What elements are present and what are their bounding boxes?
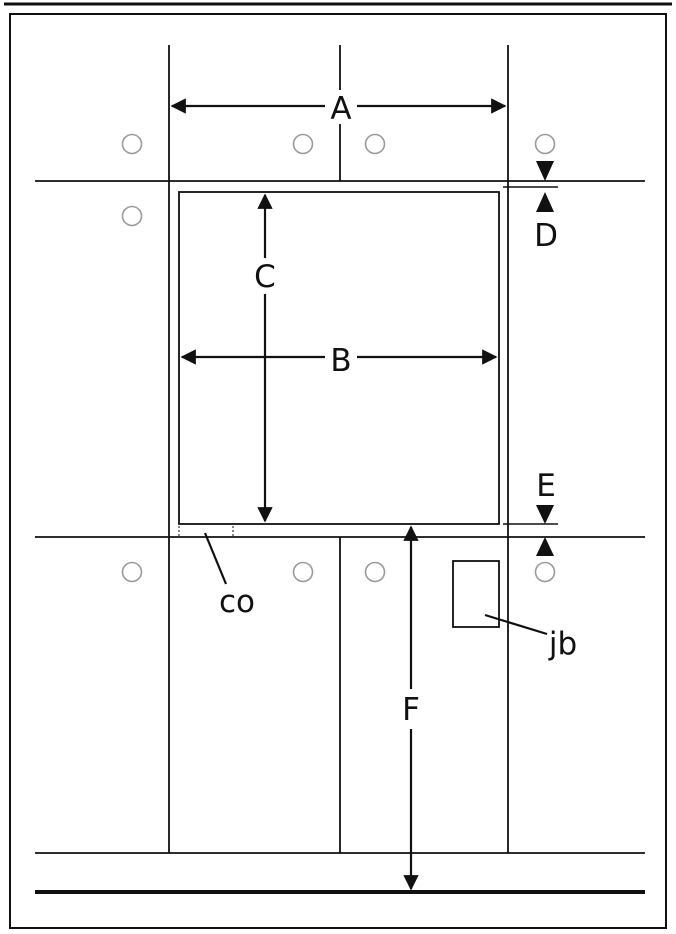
label-c: C [254, 259, 276, 295]
jb-leader-line [484, 613, 548, 636]
label-a: A [330, 91, 351, 127]
screw-hole [292, 561, 314, 583]
cutout-opening [178, 191, 500, 525]
outer-frame [4, 2, 672, 929]
screw-holes [121, 133, 556, 583]
label-e: E [536, 468, 556, 504]
junction-box [452, 560, 500, 628]
label-f: F [402, 692, 420, 728]
screw-hole [534, 133, 556, 155]
vertical-studs [168, 45, 509, 853]
label-jb: jb [548, 626, 577, 662]
screw-hole [121, 205, 143, 227]
screw-hole [364, 561, 386, 583]
cutoff-marks [178, 526, 234, 537]
dimension-d-indicator [503, 161, 558, 212]
leader-lines [203, 532, 548, 636]
label-b: B [330, 343, 351, 379]
horizontal-framing [35, 180, 645, 894]
screw-hole [534, 561, 556, 583]
label-co: co [219, 584, 255, 620]
label-d: D [534, 218, 558, 254]
dimension-arrows [170, 98, 507, 891]
dimension-e-indicator [503, 505, 558, 556]
screw-hole [292, 133, 314, 155]
screw-hole [121, 133, 143, 155]
screw-hole [121, 561, 143, 583]
co-leader-line [203, 532, 228, 585]
screw-hole [364, 133, 386, 155]
